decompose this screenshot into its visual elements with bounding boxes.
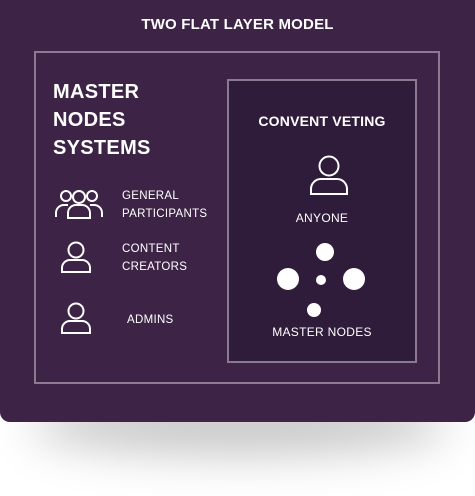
master-title-line-2: NODES xyxy=(53,109,126,131)
master-nodes-title: MASTER NODES SYSTEMS xyxy=(53,78,213,162)
node-dot xyxy=(343,268,365,290)
node-dot xyxy=(316,275,326,285)
user-icon xyxy=(308,154,350,201)
node-cluster-icon xyxy=(270,236,380,321)
role-label-line: ADMINS xyxy=(127,314,174,326)
role-label-line: CONTENT xyxy=(122,243,180,255)
anyone-label: ANYONE xyxy=(295,211,349,225)
user-icon xyxy=(60,241,92,274)
master-title-line-1: MASTER xyxy=(53,81,140,103)
convent-veting-box xyxy=(227,79,417,363)
role-label-line: PARTICIPANTS xyxy=(122,208,208,220)
master-nodes-label: MASTER NODES xyxy=(272,325,372,339)
node-dot xyxy=(307,303,321,317)
node-dot xyxy=(277,268,299,290)
role-label-admins: ADMINS xyxy=(127,311,174,329)
user-icon xyxy=(60,302,92,335)
convent-veting-title: CONVENT VETING xyxy=(258,113,386,129)
outer-layer-box xyxy=(34,51,440,384)
role-label-general-participants: GENERAL PARTICIPANTS xyxy=(122,187,207,223)
diagram-title: TWO FLAT LAYER MODEL xyxy=(141,16,334,33)
role-label-line: CREATORS xyxy=(122,261,188,273)
role-admins xyxy=(60,302,92,335)
role-content-creators xyxy=(60,241,92,274)
node-dot xyxy=(316,243,334,261)
role-general-participants xyxy=(54,188,104,220)
group-users-icon xyxy=(54,188,104,220)
role-label-content-creators: CONTENT CREATORS xyxy=(122,240,187,276)
role-label-line: GENERAL xyxy=(122,190,180,202)
master-title-line-3: SYSTEMS xyxy=(53,137,151,159)
